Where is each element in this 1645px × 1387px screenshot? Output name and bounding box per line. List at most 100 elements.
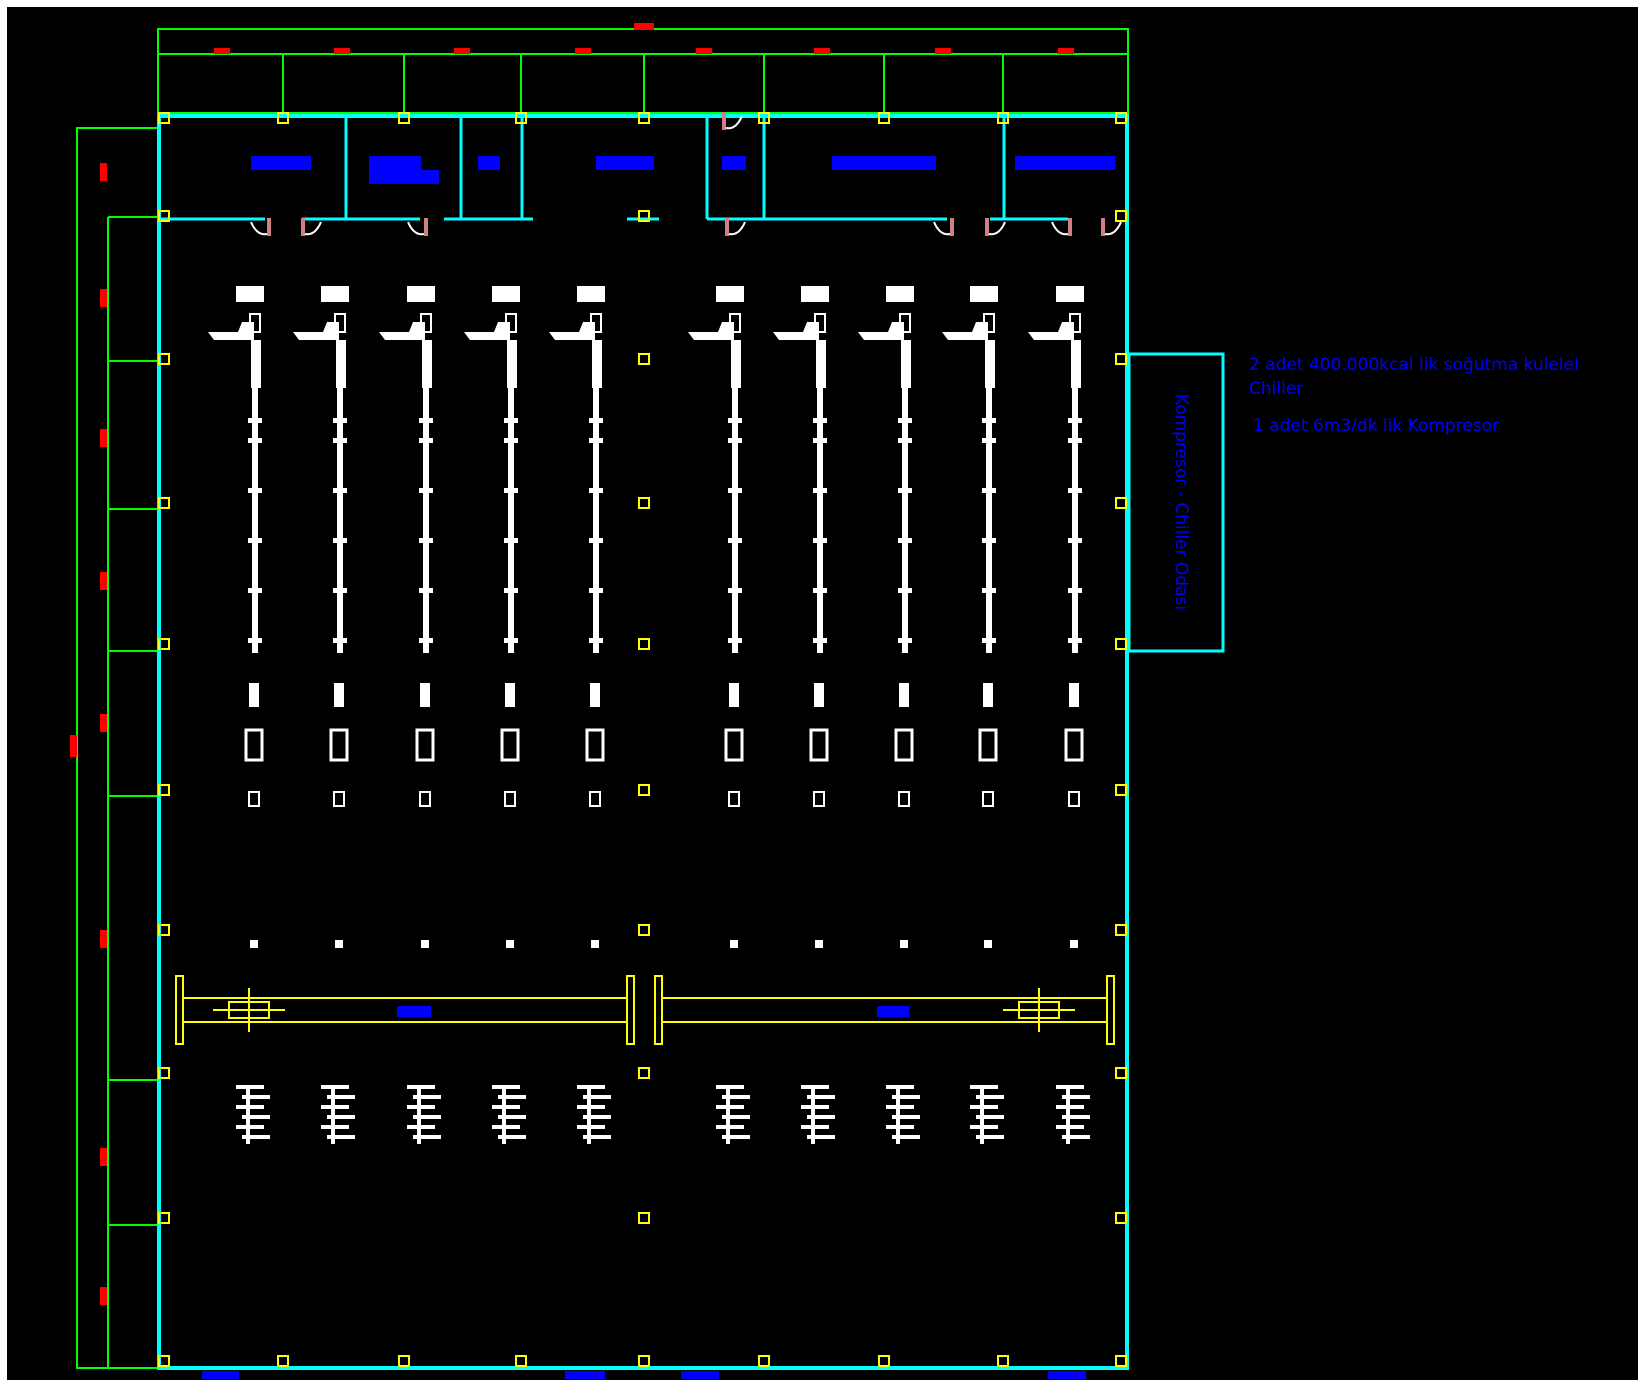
stacker-slat: [892, 1115, 920, 1119]
red-marker: [70, 735, 77, 757]
building-outer-wall: [157, 114, 1129, 1370]
machine-rail: [732, 388, 738, 653]
machine-roller: [898, 588, 912, 593]
machine-base: [1070, 940, 1078, 948]
door-arc: [250, 221, 268, 236]
structural-column-icon: [638, 497, 650, 509]
production-line-machine-icon: [1028, 286, 1090, 1144]
blue-block: [722, 156, 746, 170]
machine-roller: [248, 488, 262, 493]
machine-base: [730, 940, 738, 948]
production-line-machine-icon: [688, 286, 750, 1144]
red-marker: [100, 930, 107, 948]
structural-column-icon: [997, 1355, 1009, 1367]
blue-block: [397, 1006, 431, 1017]
machine-sensor: [589, 791, 601, 807]
red-marker: [334, 48, 350, 54]
machine-roller: [333, 488, 347, 493]
structural-column-icon: [758, 112, 770, 124]
machine-roller: [419, 588, 433, 593]
structural-column-icon: [638, 784, 650, 796]
machine-extruder: [816, 340, 826, 388]
door-swing-icon: [985, 218, 1006, 236]
machine-extruder: [336, 340, 346, 388]
machine-base: [591, 940, 599, 948]
structural-column-icon: [638, 1355, 650, 1367]
machine-extruder: [731, 340, 741, 388]
door-arc: [1051, 221, 1069, 236]
door-leaf: [267, 218, 271, 236]
red-marker: [100, 1287, 107, 1305]
stacker-post: [1066, 1088, 1070, 1144]
blue-block: [369, 170, 439, 184]
machine-puller: [415, 728, 435, 762]
structural-column-icon: [638, 1067, 650, 1079]
blue-block: [832, 156, 936, 170]
door-swing-icon: [722, 112, 743, 130]
structural-column-icon: [398, 1355, 410, 1367]
stacker-post: [502, 1088, 506, 1144]
machine-roller: [419, 418, 433, 423]
door-arc: [933, 221, 951, 236]
crane-end-truck: [626, 975, 635, 1045]
machine-sensor: [248, 791, 260, 807]
red-marker: [100, 1148, 107, 1166]
machine-roller: [728, 538, 742, 543]
stacker-slat: [722, 1115, 750, 1119]
machine-head: [716, 286, 744, 302]
machine-roller: [982, 638, 996, 643]
structural-column-icon: [158, 1067, 170, 1079]
machine-rail: [423, 388, 429, 653]
machine-roller: [982, 588, 996, 593]
machine-motor: [1028, 322, 1074, 340]
stacker-slat: [242, 1095, 270, 1099]
blue-block: [565, 1371, 605, 1379]
blue-block: [251, 156, 311, 170]
blue-block: [202, 1371, 239, 1379]
machine-cutter: [899, 683, 909, 707]
blue-block: [1048, 1371, 1086, 1379]
machine-roller: [333, 638, 347, 643]
machine-motor: [773, 322, 819, 340]
red-marker: [214, 48, 230, 54]
overhead-crane-icon: [175, 975, 635, 1045]
stacker-slat: [407, 1085, 435, 1089]
machine-roller: [504, 418, 518, 423]
machine-sensor: [813, 791, 825, 807]
stacker-post: [331, 1088, 335, 1144]
machine-roller: [248, 538, 262, 543]
machine-head: [886, 286, 914, 302]
machine-roller: [333, 538, 347, 543]
machine-roller: [728, 588, 742, 593]
machine-motor: [549, 322, 595, 340]
red-marker: [100, 714, 107, 732]
production-line-machine-icon: [858, 286, 920, 1144]
machine-roller: [898, 538, 912, 543]
red-marker: [575, 48, 591, 54]
red-marker: [100, 572, 107, 590]
machine-puller: [809, 728, 829, 762]
structural-column-icon: [638, 210, 650, 222]
machine-head: [407, 286, 435, 302]
machine-roller: [248, 438, 262, 443]
machine-roller: [898, 418, 912, 423]
machine-puller: [500, 728, 520, 762]
machine-sensor: [898, 791, 910, 807]
stacker-slat: [413, 1115, 441, 1119]
compressor-chiller-room: Kompresor - Chiller Odası: [1127, 352, 1225, 653]
machine-cutter: [334, 683, 344, 707]
production-line-machine-icon: [549, 286, 611, 1144]
stacker-slat: [583, 1115, 611, 1119]
structural-column-icon: [638, 353, 650, 365]
crane-end-truck: [1106, 975, 1115, 1045]
stacker-slat: [327, 1095, 355, 1099]
structural-column-icon: [1115, 784, 1127, 796]
machine-motor: [293, 322, 339, 340]
stacker-slat: [807, 1095, 835, 1099]
red-marker: [454, 48, 470, 54]
blue-block: [369, 156, 421, 170]
machine-cutter: [590, 683, 600, 707]
structural-column-icon: [515, 112, 527, 124]
production-line-machine-icon: [773, 286, 835, 1144]
door-swing-icon: [725, 218, 746, 236]
